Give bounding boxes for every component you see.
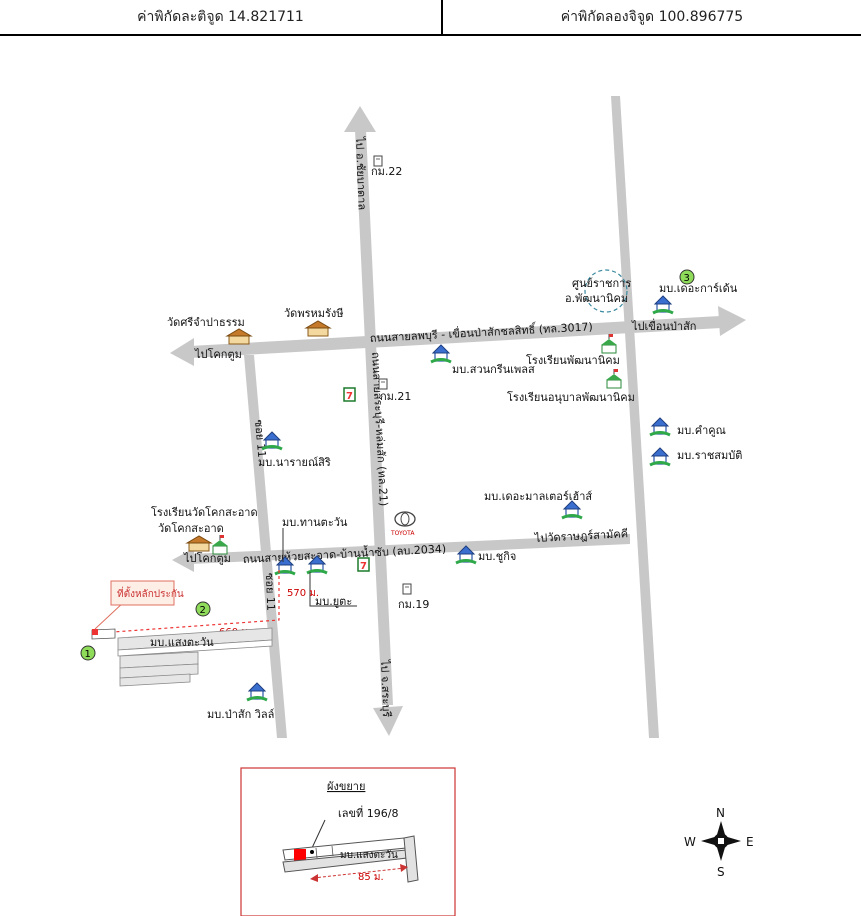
label-govt-center-2: อ.พัฒนานิคม [565,292,628,305]
label-dist-570: 570 ม. [287,588,319,599]
village-house-icon [648,446,672,467]
coordinate-header: ค่าพิกัดละติจูด 14.821711 ค่าพิกัดลองจิจ… [0,0,861,36]
svg-text:7: 7 [346,391,353,402]
road-soi-11 [244,355,287,738]
svg-text:3: 3 [684,273,690,284]
toyota-logo-icon: TOYOTA [390,511,416,537]
label-yuta: มบ.ยูตะ [315,595,352,608]
village-house-icon [245,681,269,702]
pointer-line-yuta [309,572,357,607]
compass-s: S [717,865,725,879]
seven-eleven-icon: 7 [343,387,356,402]
seven-eleven-icon: 7 [357,557,370,572]
svg-text:TOYOTA: TOYOTA [390,530,415,537]
subdivision-layout [91,627,273,687]
direction-west-bottom: ไปโคกตูม [183,551,231,565]
label-wat-sri: วัดศรีจำปาธรรม [167,316,245,329]
label-suan-green: มบ.สวนกรีนเพลส [452,363,535,376]
village-house-icon [648,416,672,437]
label-school-wat-khoksaat: โรงเรียนวัดโคกสะอาด [151,505,258,519]
svg-text:2: 2 [200,605,206,616]
direction-north: ไป อ.ชัยบาดาล [353,136,369,211]
label-school-phatthana: โรงเรียนพัฒนานิคม [526,353,620,367]
road-lower-ew [190,534,630,564]
road-lower-west-arrow [172,548,194,572]
compass-e: E [746,835,754,849]
collateral-note: ที่ตั้งหลักประกัน [110,580,184,606]
label-rat-sombat: มบ.ราชสมบัติ [677,449,742,462]
collateral-parcel [92,629,98,635]
label-km19: กม.19 [398,598,429,611]
svg-text:7: 7 [360,561,367,572]
inset-house-no: เลขที่ 196/8 [338,805,398,820]
km-post-icon [402,583,412,595]
road-right-vertical [611,96,659,738]
inset-expanded-plan: ผังขยาย เลขที่ 196/8 มบ.แสงตะวัน 85 ม. [240,767,456,916]
direction-west-top: ไปโคกตูม [194,347,242,361]
compass-w: W [684,835,696,849]
label-km21: กม.21 [380,390,411,403]
govt-center-zone [584,269,628,313]
school-icon [211,534,229,555]
village-house-icon [560,499,584,520]
label-mall-tower: มบ.เดอะมาลเตอร์เฮ้าส์ [484,490,592,503]
inset-title: ผังขยาย [327,780,365,793]
marker-2: 2 [195,601,211,617]
label-pasak-villa: มบ.ป่าสัก วิลล์ [207,708,274,721]
road-ns-main [355,130,393,705]
road-ew-east-arrow [718,306,746,336]
label-wat-phrom: วัดพรหมรังษี [284,307,344,320]
label-wat-khoksaat: วัดโคกสะอาด [158,521,224,535]
route-path [112,570,280,633]
direction-east-top: ไปเขื่อนป่าสัก [631,318,696,333]
temple-icon [226,328,252,345]
road-ns-north-arrow [344,106,376,132]
school-icon [600,333,618,354]
location-map: ถนนสายลพบุรี - เขื่อนป่าสักชลสิทธิ์ (ทล.… [80,96,754,916]
road-label-soi-11-b: ซอย 11 [263,573,277,611]
label-than-tawan: มบ.ทานตะวัน [282,516,348,529]
note-pointer [94,600,126,630]
marker-3: 3 [679,269,695,285]
village-house-icon [429,343,453,364]
label-kham-khun: มบ.คำคูณ [677,424,726,437]
compass-n: N [716,806,725,820]
marker-1: 1 [80,645,96,661]
label-school-kindergarten: โรงเรียนอนุบาลพัฒนานิคม [507,390,635,404]
header-divider [441,0,443,34]
inset-village: มบ.แสงตะวัน [340,850,398,861]
road-ew-west-arrow [170,338,194,366]
temple-icon [186,535,212,552]
km-post-icon [378,378,388,390]
inset-distance: 85 ม. [358,872,384,883]
longitude-text: ค่าพิกัดลองจิจูด 100.896775 [560,9,744,25]
direction-south: ไป จ.สระบุรี [378,659,393,718]
label-narai: มบ.นารายณ์สิริ [258,456,331,469]
village-house-icon [651,294,675,315]
svg-text:ที่ตั้งหลักประกัน: ที่ตั้งหลักประกัน [117,586,184,600]
school-icon [605,368,623,389]
latitude-text: ค่าพิกัดละติจูด 14.821711 [137,9,304,25]
road-ns-south-arrow [373,706,403,736]
direction-east-bottom: ไปวัดราษฎร์สามัคคี [533,527,628,545]
road-label-lower-ew: ถนนสายห้วยสะอาด-บ้านน้ำซับ (ลบ.2034) [242,540,446,566]
svg-text:1: 1 [85,649,91,660]
label-saeng-tawan: มบ.แสงตะวัน [150,636,214,649]
label-the-garden: มบ.เดอะการ์เด้น [659,282,738,295]
label-suchit: มบ.ชูกิจ [478,550,516,563]
label-km22: กม.22 [371,165,402,178]
compass-rose-icon: N S E W [684,806,754,879]
temple-icon [305,320,331,337]
roads [170,96,746,738]
label-govt-center-1: ศูนย์ราชการ [572,277,631,290]
road-ew-main [190,316,721,358]
